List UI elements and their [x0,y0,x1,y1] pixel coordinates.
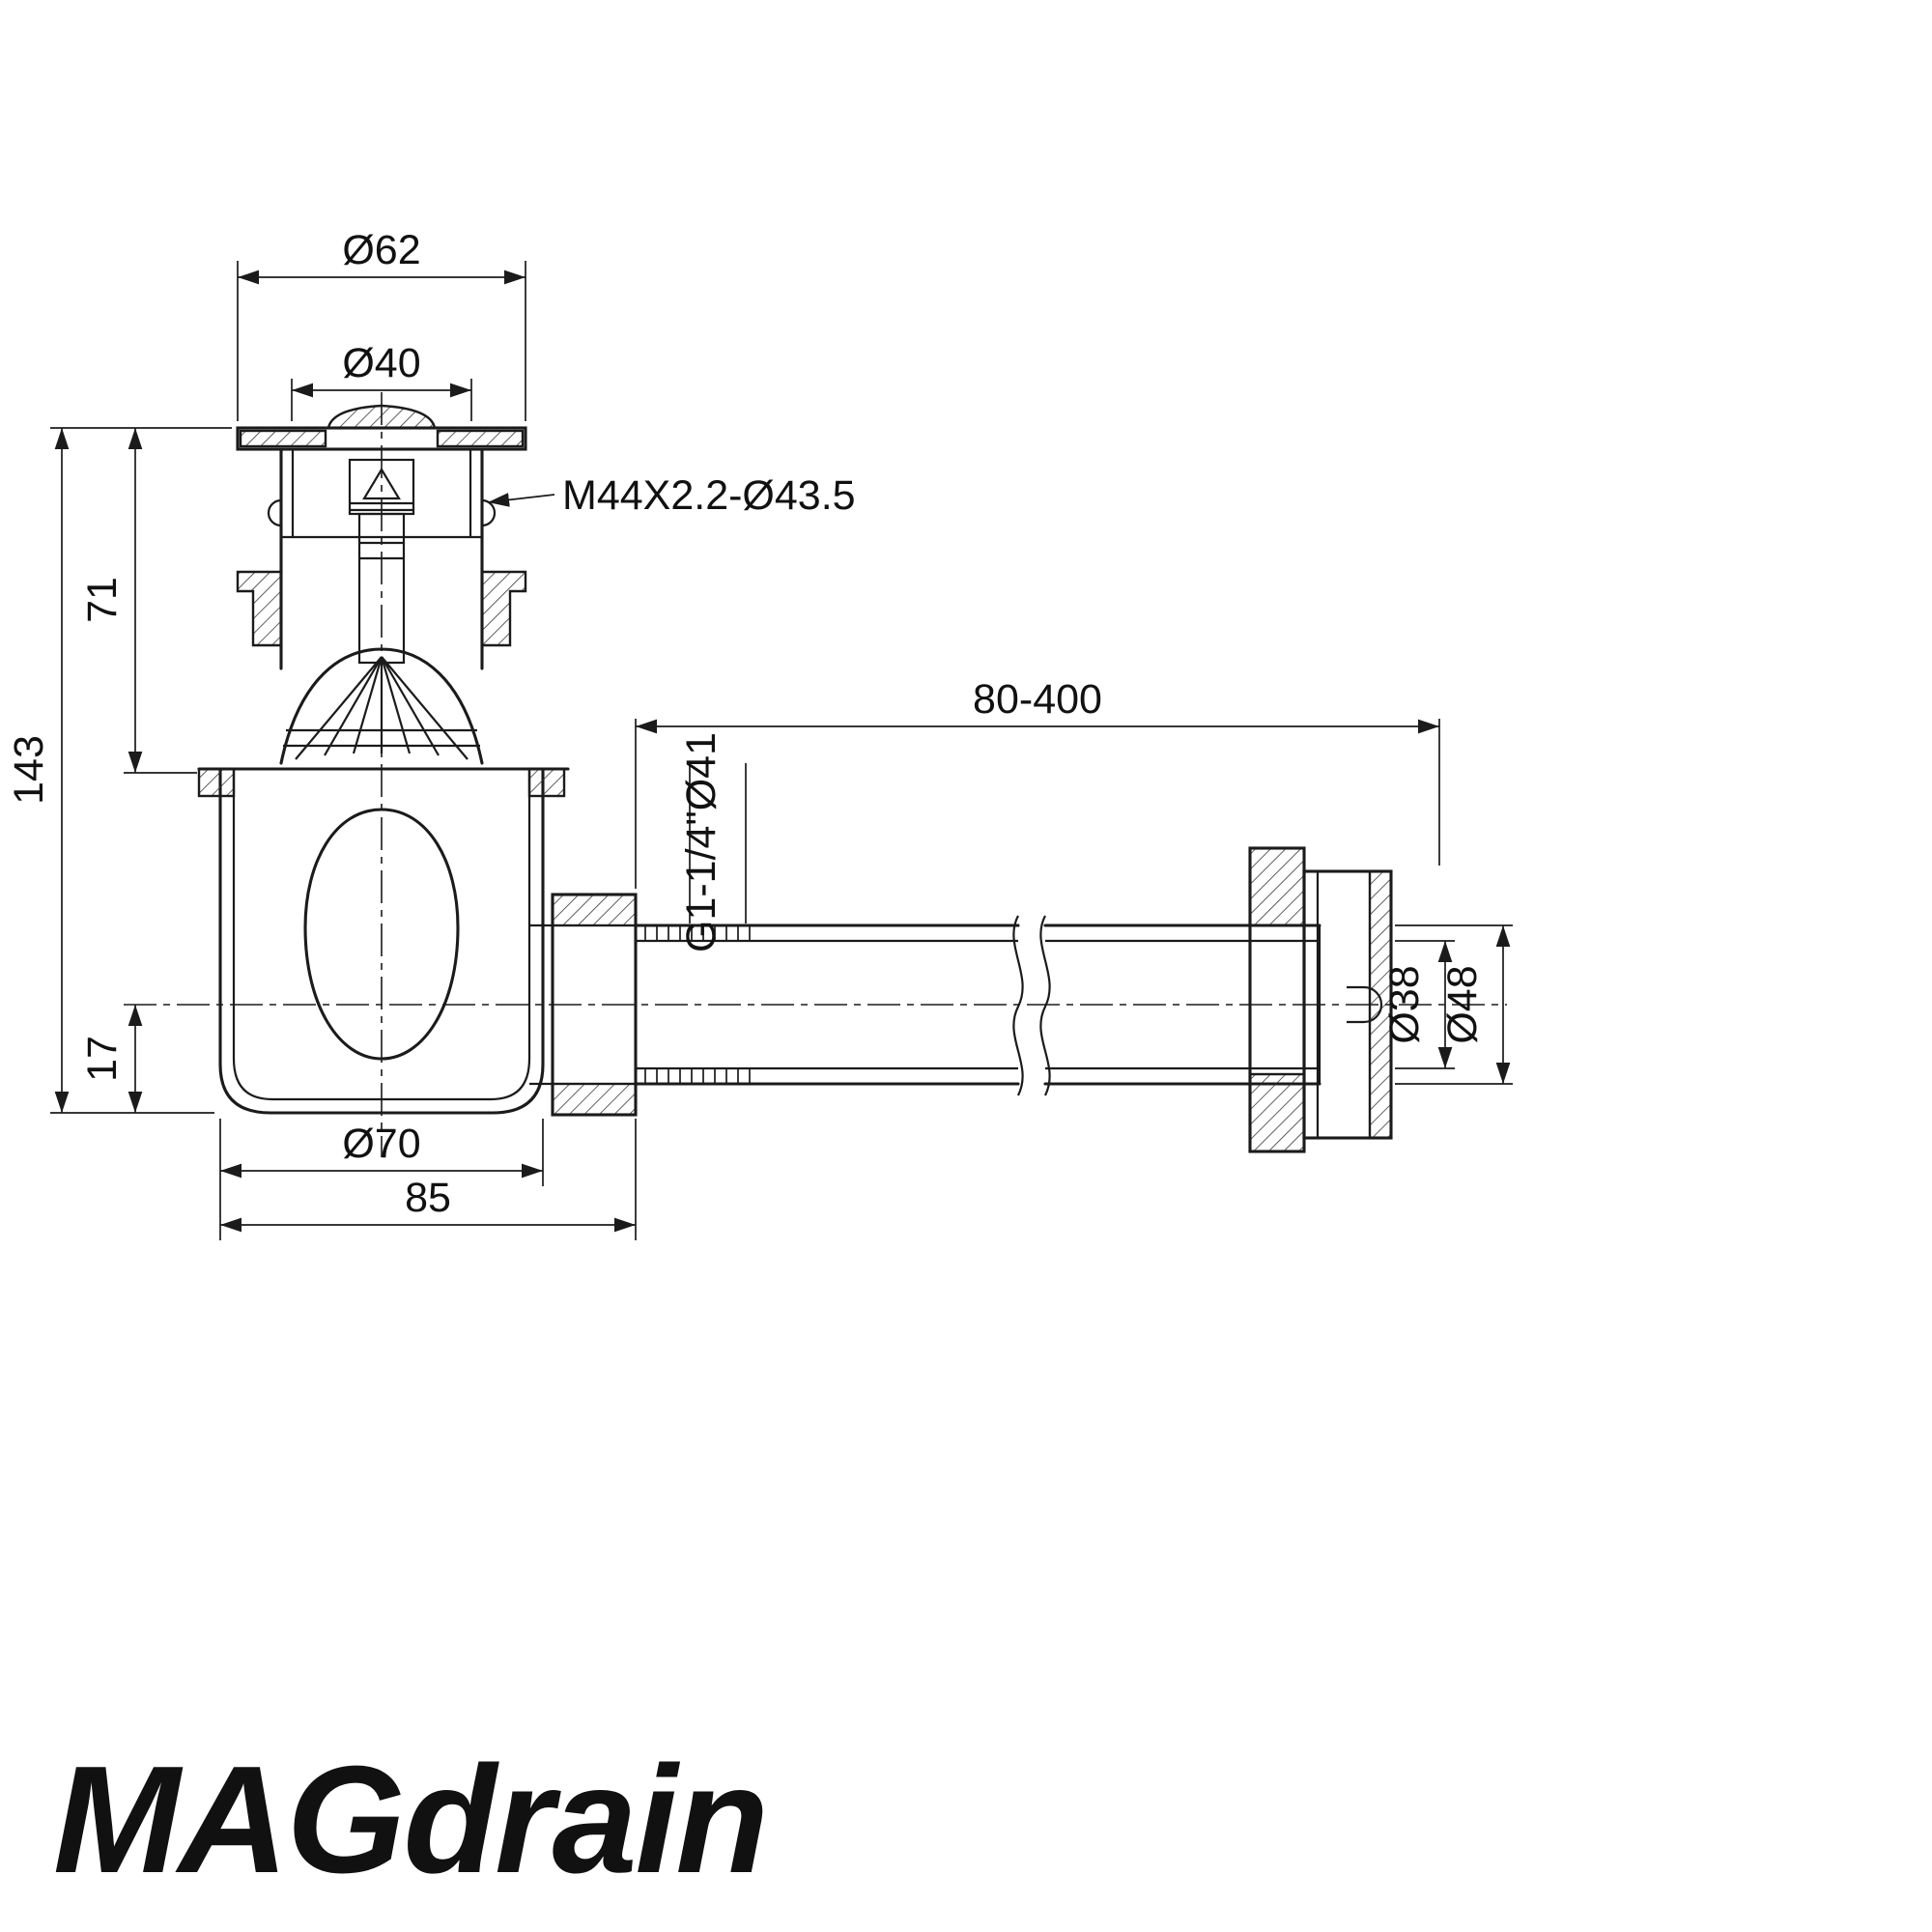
centerlines [124,392,1507,1157]
mount-wing-left [236,570,283,647]
flange-plate [236,426,527,451]
brand-logo: MAGdrain [53,1735,767,1905]
mount-wing-right [480,570,527,647]
flange-section-right [436,429,525,448]
dim-label-outlet-thread: G1-1/4"Ø41 [678,732,724,952]
flange-section-bottom [1248,1072,1306,1153]
strainer-dome [279,647,484,765]
cup-outer [218,767,545,1115]
dim-label-thread-spec: M44X2.2-Ø43.5 [562,472,856,519]
oring-left [267,498,282,527]
pipe-break-line [1039,915,1051,1096]
cup-rim-left [197,767,236,798]
dim-label-dia62: Ø62 [342,227,420,273]
sleeve-slot [1347,985,1383,1024]
inner-egg-tube [303,808,460,1061]
valve-cone [362,467,401,500]
dim-label-height-17: 17 [79,1036,126,1082]
cup-inner [232,769,531,1101]
dim-label-dia70: Ø70 [342,1121,420,1167]
nut-section-bottom [551,1082,638,1117]
cup-rim-right [527,767,566,798]
pop-up-drain-top [236,404,527,765]
dimensions: Ø62 Ø40 M44X2.2-Ø43.5 71 143 17 Ø70 85 [6,227,1513,1240]
dim-label-dia40: Ø40 [342,340,420,386]
nut-section-top [551,893,638,927]
pipe-break-line [1012,915,1024,1096]
flange-section-top [1248,846,1306,927]
dim-label-pipe-length: 80-400 [973,676,1102,723]
strainer-ribs [295,656,469,760]
trap-body [197,767,570,1115]
pipe-thread-ticks [644,925,751,1084]
dim-label-dia38: Ø38 [1381,965,1428,1043]
oring-right [481,498,497,527]
dim-label-width-85: 85 [405,1175,451,1221]
flange-section-left [239,429,327,448]
wall-flange [1248,846,1393,1153]
dim-label-height-71: 71 [79,577,126,623]
dim-label-height-143: 143 [6,735,52,805]
dome-cap [327,404,437,430]
dim-label-dia48: Ø48 [1439,965,1486,1043]
